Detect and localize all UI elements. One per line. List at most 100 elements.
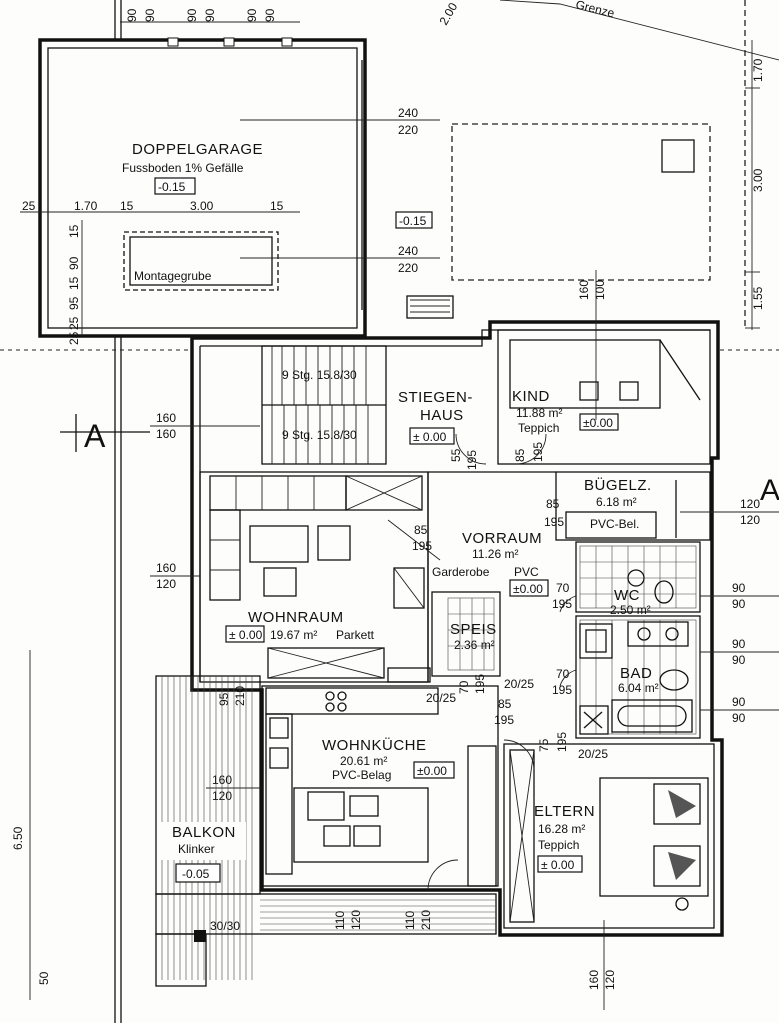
vorraum-door-a: 85 [414, 523, 428, 537]
right-dimension-chain: 1.70 3.00 1.55 [745, 40, 765, 330]
buegel-window-b: 120 [740, 513, 760, 527]
wohnraum-area: 19.67 m² [270, 628, 317, 642]
dim-left-50: 50 [37, 971, 51, 985]
garage: DOPPELGARAGE Fussboden 1% Gefälle -0.15 … [20, 37, 440, 345]
kind-door-b: 195 [531, 442, 545, 462]
kind-door-a: 85 [513, 448, 527, 462]
eltern-window-a: 160 [587, 970, 601, 990]
stair-run-2: 9 Stg. 15.8/30 [282, 428, 357, 442]
stair-run-1: 9 Stg. 15.8/30 [282, 368, 357, 382]
wohnraum-level: ± 0.00 [229, 628, 263, 642]
vorraum-area: 11.26 m² [472, 547, 518, 561]
kueche-level: ±0.00 [417, 764, 447, 778]
wc-area: 2.50 m² [610, 603, 651, 617]
buegel-area: 6.18 m² [596, 495, 637, 509]
dim-top-3: 90 [185, 8, 199, 22]
room-speis: SPEIS 2.36 m² 70 195 [431, 591, 501, 694]
stair-door-b: 195 [465, 450, 479, 470]
room-eltern: ELTERN 16.28 m² Teppich ± 0.00 75 195 16… [503, 732, 715, 1010]
balkon-name: BALKON [172, 824, 236, 841]
garage-dim-v1: 15 [67, 224, 81, 238]
bad-window2-a: 90 [732, 695, 746, 709]
garage-door-top-b: 220 [398, 123, 418, 137]
bad-window1-b: 90 [732, 653, 746, 667]
dim-right-3: 1.55 [751, 286, 765, 310]
wohnraum-floor: Parkett [336, 628, 375, 642]
garage-name: DOPPELGARAGE [132, 141, 263, 158]
parking-outline [406, 123, 711, 319]
bad-name: BAD [620, 665, 652, 682]
garage-level-outside: -0.15 [399, 214, 427, 228]
kueche-door-b: 195 [494, 713, 514, 727]
stair-name-2: HAUS [420, 407, 464, 424]
balkon-level: -0.05 [182, 867, 210, 881]
kind-level: ±0.00 [583, 416, 613, 430]
dim-right-1: 1.70 [751, 58, 765, 82]
kueche-bottom-3: 110 [403, 911, 417, 930]
balkon: BALKON Klinker -0.05 30/30 [155, 675, 497, 987]
stair-house: 9 Stg. 15.8/30 9 Stg. 15.8/30 STIEGEN- H… [150, 345, 479, 470]
wc-window-a: 90 [732, 581, 746, 595]
buegel-door-a: 85 [546, 497, 560, 511]
kueche-pillar-2: 20/25 [426, 691, 456, 705]
dim-top-5: 90 [245, 8, 259, 22]
garage-dim-h2: 1.70 [74, 199, 98, 213]
balkon-floor: Klinker [178, 842, 215, 856]
buegel-name: BÜGELZ. [584, 476, 652, 494]
dim-right-2: 3.00 [751, 168, 765, 192]
kind-name: KIND [512, 388, 550, 405]
vorraum-name: VORRAUM [462, 530, 542, 547]
top-dimension-marks: 90 90 90 90 90 90 2.00 Grenze [120, 0, 616, 27]
left-dimension-chain: 6.50 50 [11, 650, 51, 1000]
wc-name: WC [614, 587, 640, 604]
garage-dim-v3: 15 [67, 276, 81, 290]
eltern-area: 16.28 m² [538, 822, 585, 836]
garage-dim-h5: 15 [270, 199, 284, 213]
eltern-level: ± 0.00 [541, 858, 575, 872]
dim-left-650: 6.50 [11, 826, 25, 850]
bad-area: 6.04 m² [618, 681, 659, 695]
stair-dim-a: 160 [156, 411, 176, 425]
kueche-bottom-4: 210 [419, 910, 433, 930]
garage-dim-v2: 90 [67, 256, 81, 270]
section-marker-right: A [760, 474, 779, 507]
stair-level: ± 0.00 [413, 430, 447, 444]
balkon-post: 30/30 [210, 919, 240, 933]
kueche-floor: PVC-Belag [332, 768, 391, 782]
garage-floor: Fussboden 1% Gefälle [122, 161, 244, 175]
cut-label: 2.00 [436, 0, 460, 27]
door-swings [427, 433, 577, 891]
stair-dim-b: 160 [156, 427, 176, 441]
garage-door-bottom-a: 240 [398, 244, 418, 258]
garage-dim-v6: 25 [67, 331, 81, 345]
garage-dim-h4: 3.00 [190, 199, 214, 213]
garage-dim-h3: 15 [120, 199, 134, 213]
section-marker-right-label: A [760, 474, 779, 507]
buegel-floor: PVC-Bel. [590, 517, 639, 531]
bad-window2-b: 90 [732, 711, 746, 725]
speis-name: SPEIS [450, 621, 497, 638]
garage-dim-v4: 95 [67, 296, 81, 310]
kind-window-b: 100 [593, 280, 607, 300]
bad-door-b: 195 [552, 683, 572, 697]
buegel-window-a: 120 [740, 497, 760, 511]
room-kind: KIND 11.88 m² Teppich ±0.00 160 100 85 1… [497, 270, 711, 465]
room-wc: WC 2.50 m² 70 195 90 90 [552, 541, 779, 617]
kind-floor: Teppich [518, 421, 559, 435]
kind-window-a: 160 [577, 280, 591, 300]
vorraum-floor: PVC [514, 565, 539, 579]
room-bad: BAD 6.04 m² 70 195 90 90 90 90 20/25 [552, 615, 779, 761]
section-marker-left-label: A [84, 418, 106, 454]
stair-door-a: 55 [449, 448, 463, 462]
wohnraum-window-b: 120 [156, 577, 176, 591]
eltern-door-b: 195 [555, 732, 569, 752]
eltern-floor: Teppich [538, 838, 579, 852]
stair-name-1: STIEGEN- [398, 389, 473, 406]
room-vorraum: VORRAUM 11.26 m² Garderobe PVC ±0.00 85 … [387, 471, 556, 682]
room-wohnraum: WOHNRAUM ± 0.00 19.67 m² Parkett 160 120… [150, 471, 429, 706]
kueche-bottom-2: 120 [349, 910, 363, 930]
wohnraum-window-a: 160 [156, 561, 176, 575]
wc-window-b: 90 [732, 597, 746, 611]
wc-door-a: 70 [556, 581, 570, 595]
kind-area: 11.88 m² [516, 406, 562, 420]
